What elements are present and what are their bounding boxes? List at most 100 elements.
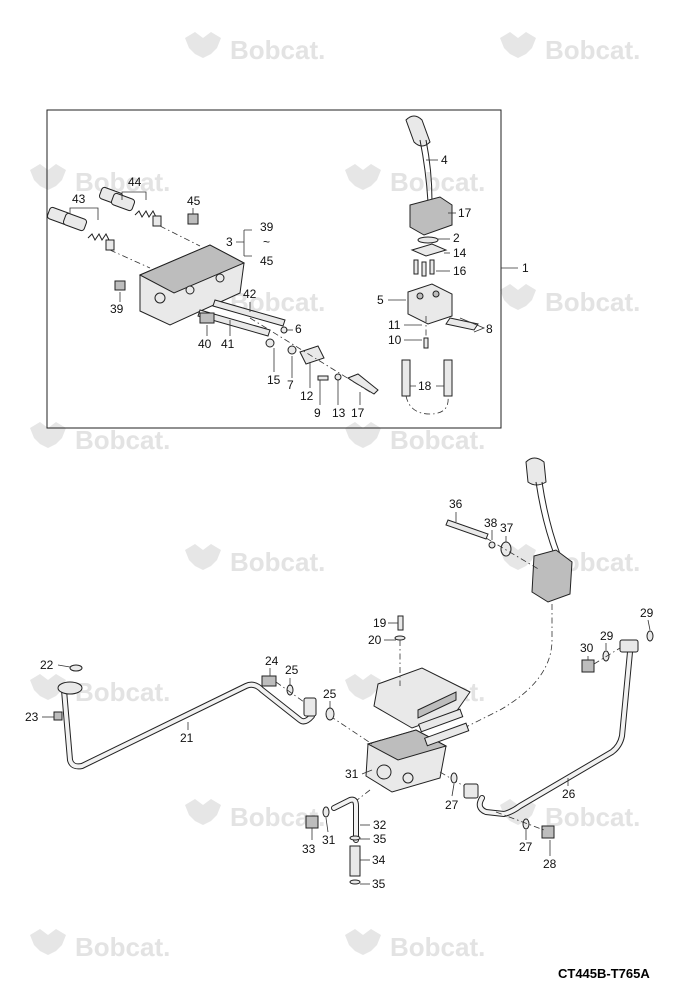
- callout-30: 30: [580, 641, 594, 655]
- retainer: [417, 236, 439, 244]
- joystick-cable: [459, 604, 553, 731]
- callout-3: 3: [226, 235, 233, 249]
- leader-line: [451, 783, 455, 797]
- exploded-axis: [485, 537, 541, 571]
- exploded-axis: [329, 715, 373, 745]
- bolt: [397, 615, 404, 631]
- watermark-6: Bobcat.: [500, 284, 640, 317]
- lower-assembly: [53, 457, 654, 885]
- o-ring: [265, 338, 275, 348]
- spool-spring: [87, 233, 110, 241]
- bobcat-head-logo-icon: [345, 674, 381, 700]
- o-ring: [522, 818, 530, 830]
- callout-13: 13: [332, 406, 346, 420]
- bobcat-head-logo-icon: [500, 284, 536, 310]
- o-ring: [69, 664, 83, 672]
- callout-22: 22: [40, 658, 54, 672]
- o-ring: [602, 650, 610, 662]
- watermark-2: Bobcat.: [500, 32, 640, 65]
- valve-spool: [417, 708, 464, 733]
- tube-nut: [463, 783, 479, 799]
- spool-cap: [110, 192, 136, 212]
- watermark-16: Bobcat.: [345, 929, 485, 962]
- spool-spring: [134, 210, 157, 218]
- joystick-lever: [541, 481, 561, 555]
- fitting: [199, 312, 215, 324]
- hose-fitting: [401, 359, 411, 397]
- valve-port: [215, 273, 225, 283]
- drawing-code: CT445B-T765A: [558, 966, 650, 981]
- valve-port: [154, 292, 166, 304]
- fitting: [261, 675, 277, 687]
- exploded-axis: [109, 249, 151, 269]
- tube-nut: [619, 639, 639, 653]
- callout-27a: 27: [445, 798, 459, 812]
- callout-range-to: 45: [260, 254, 274, 268]
- pilot-port: [416, 292, 424, 300]
- callout-5: 5: [377, 293, 384, 307]
- leader-line: [121, 191, 147, 200]
- callout-27b: 27: [519, 840, 533, 854]
- flange: [57, 681, 83, 695]
- callout-36: 36: [449, 497, 463, 511]
- o-ring: [450, 772, 458, 784]
- plug: [114, 280, 126, 291]
- bobcat-head-logo-icon: [30, 164, 66, 190]
- plunger: [421, 261, 427, 277]
- watermark-text: Bobcat.: [230, 547, 325, 577]
- callout-26: 26: [562, 787, 576, 801]
- watermark-3: Bobcat.: [30, 164, 170, 197]
- callout-25a: 25: [285, 663, 299, 677]
- watermark-text: Bobcat.: [390, 425, 485, 455]
- callout-34: 34: [372, 853, 386, 867]
- watermark-7: Bobcat.: [30, 422, 170, 455]
- plunger: [429, 259, 435, 275]
- valve-port: [402, 772, 414, 784]
- exploded-axis: [495, 811, 545, 831]
- callout-11: 11: [388, 318, 401, 332]
- watermark-text: Bobcat.: [75, 932, 170, 962]
- callout-41: 41: [221, 337, 235, 351]
- joystick-knob: [405, 115, 431, 147]
- watermark-text: Bobcat.: [545, 35, 640, 65]
- callout-4: 4: [441, 153, 448, 167]
- joystick-lever: [425, 139, 433, 203]
- o-ring: [349, 835, 361, 841]
- bobcat-head-logo-icon: [30, 929, 66, 955]
- callout-12: 12: [300, 389, 314, 403]
- callouts-exploded: 4 17 2 14 16 5 11 10 8 18 1 44 43 45 3 3…: [69, 153, 529, 420]
- callout-9: 9: [314, 406, 321, 420]
- spool-cap: [62, 212, 88, 232]
- plate: [410, 243, 448, 257]
- callout-37: 37: [500, 521, 514, 535]
- spool: [212, 299, 286, 327]
- plunger: [413, 259, 419, 275]
- watermark-layer: Bobcat. Bobcat. Bobcat. Bobcat. Bobcat. …: [30, 32, 640, 962]
- joystick-lever: [419, 139, 429, 203]
- spool-seal: [152, 215, 162, 227]
- exploded-axis: [249, 317, 371, 393]
- tube-26-inner: [477, 650, 632, 816]
- pin: [317, 375, 329, 381]
- o-ring: [322, 806, 330, 818]
- leader-line: [459, 317, 486, 333]
- callout-17b: 17: [351, 406, 365, 420]
- callout-20: 20: [368, 633, 382, 647]
- bolt: [53, 711, 63, 721]
- bobcat-head-logo-icon: [345, 422, 381, 448]
- watermark-11: Bobcat.: [30, 674, 170, 707]
- tube-26: [476, 649, 633, 817]
- watermark-text: Bobcat.: [230, 35, 325, 65]
- leader-line: [57, 664, 71, 668]
- callout-45: 45: [187, 194, 201, 208]
- bobcat-head-logo-icon: [500, 32, 536, 58]
- bolt: [445, 519, 489, 540]
- callout-1: 1: [522, 261, 529, 275]
- tube-21-inner: [62, 682, 314, 769]
- fitting: [541, 825, 555, 839]
- washer: [287, 345, 297, 355]
- leader-line: [361, 769, 373, 775]
- callout-28: 28: [543, 857, 557, 871]
- gasket: [445, 317, 479, 331]
